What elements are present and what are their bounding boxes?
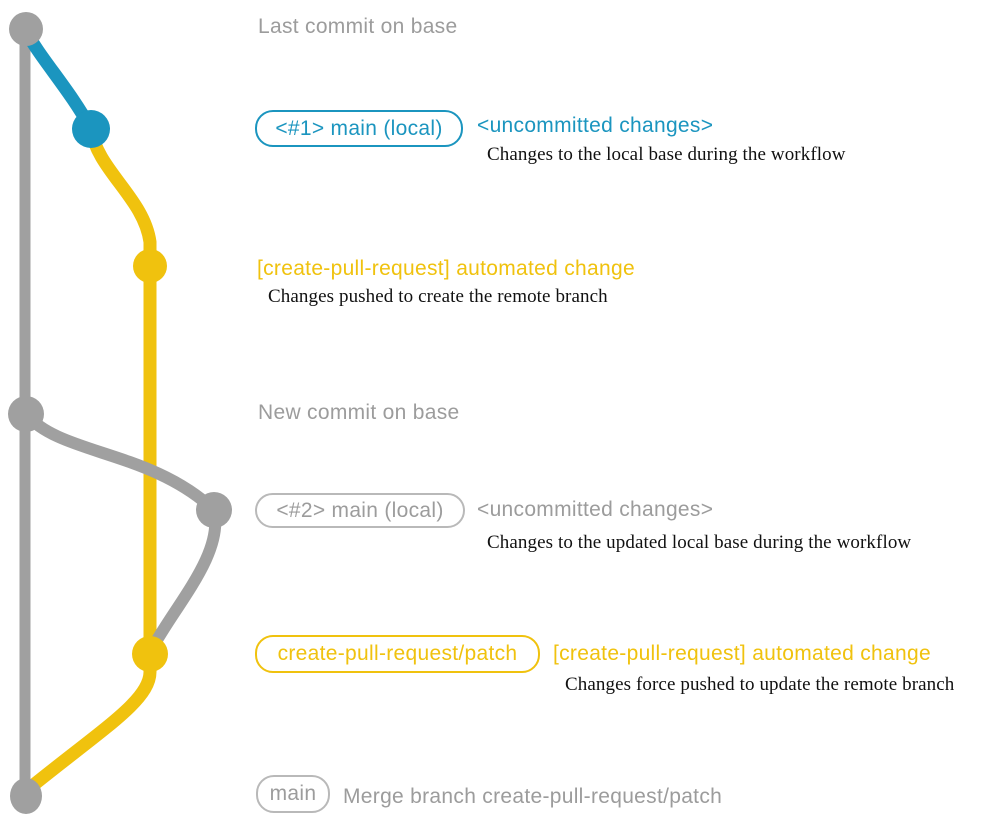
commit-node-automated-change-1 — [133, 249, 167, 283]
patch-branch-edge — [24, 122, 157, 794]
commit-message-uncommitted-1: <uncommitted changes> — [477, 114, 714, 137]
commit-node-last-base — [9, 12, 43, 46]
commit-node-merge — [10, 778, 42, 814]
caption-automated-2: Changes force pushed to update the remot… — [565, 674, 955, 695]
caption-uncommitted-2: Changes to the updated local base during… — [487, 532, 912, 553]
branch-label-local-main-1: <#1> main (local) — [255, 110, 463, 147]
commit-message-merge: Merge branch create-pull-request/patch — [343, 785, 723, 808]
branch-label-local-main-2: <#2> main (local) — [255, 493, 465, 528]
caption-automated-1: Changes pushed to create the remote bran… — [268, 286, 608, 307]
commit-node-new-base — [8, 396, 44, 432]
commit-message-automated-2: [create-pull-request] automated change — [553, 642, 931, 665]
branch-label-main: main — [256, 775, 330, 813]
commit-node-local-main-2 — [196, 492, 232, 528]
commit-message-new-base: New commit on base — [258, 401, 460, 424]
commit-message-uncommitted-2: <uncommitted changes> — [477, 498, 714, 521]
commit-message-automated-1: [create-pull-request] automated change — [257, 257, 635, 280]
caption-uncommitted-1: Changes to the local base during the wor… — [487, 144, 846, 165]
commit-node-local-main-1 — [72, 110, 110, 148]
branch-label-patch: create-pull-request/patch — [255, 635, 540, 673]
base-update-edge — [20, 408, 222, 658]
commit-node-automated-change-2 — [132, 636, 168, 672]
commit-message-last-base: Last commit on base — [258, 15, 458, 38]
